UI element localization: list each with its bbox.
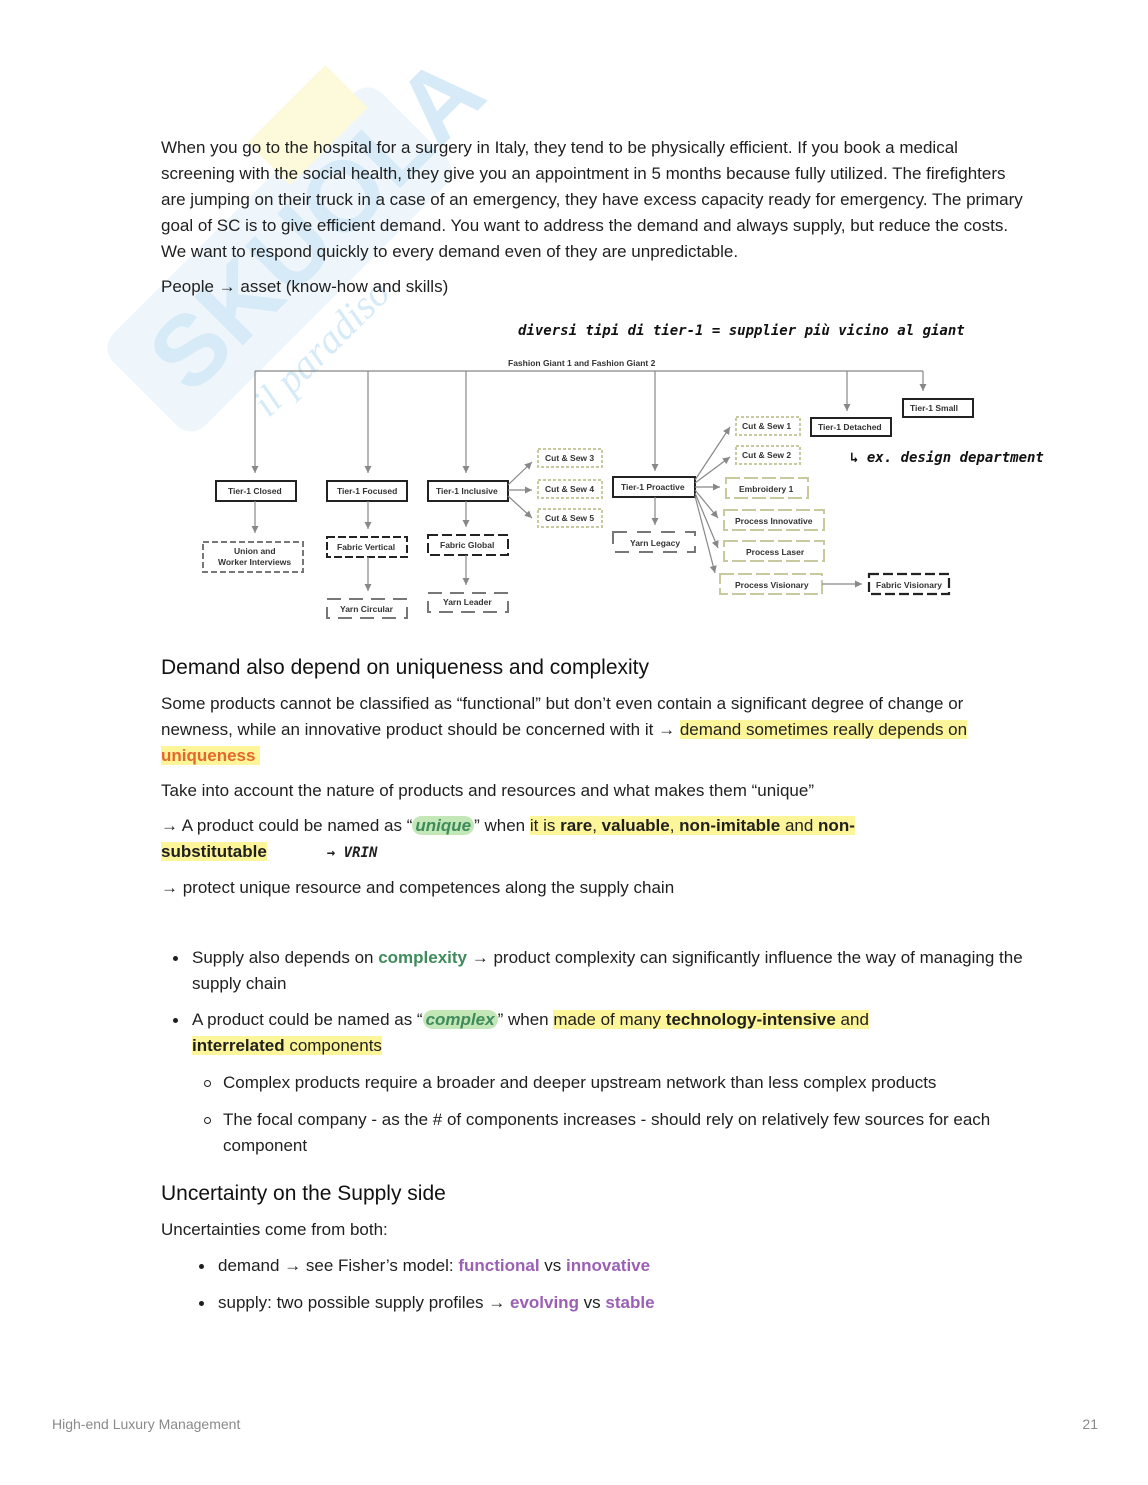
vs-2: vs — [578, 1293, 606, 1312]
and-word: and — [780, 816, 819, 835]
uniqueness-word: uniqueness — [161, 746, 256, 765]
b1-text-a: Supply also depends on — [192, 948, 379, 967]
tier-detached-label: Tier-1 Detached — [818, 422, 882, 432]
technology-intensive-word: technology-intensive — [665, 1010, 836, 1029]
handwritten-note-right: ↳ ex. design department — [850, 450, 1044, 466]
nature-paragraph: Take into account the nature of products… — [161, 781, 814, 800]
union-label-2: Worker Interviews — [218, 557, 291, 567]
unique-def-b: ” when — [474, 816, 530, 835]
b2-text-b: ” when — [497, 1010, 554, 1029]
yarn-circular-label: Yarn Circular — [340, 604, 394, 614]
cut-sew-3-label: Cut & Sew 3 — [545, 453, 594, 463]
cut-sew-4-label: Cut & Sew 4 — [545, 484, 594, 494]
footer-title: High-end Luxury Management — [52, 1416, 241, 1432]
list-item: Supply also depends on complexity → prod… — [173, 945, 1031, 997]
substitutable-word: substitutable — [161, 842, 267, 861]
rare-word: rare — [560, 816, 593, 835]
unique-word: unique — [412, 816, 475, 835]
uniqueness-text-a: Some products cannot be classified as “f… — [161, 694, 964, 739]
tier-closed-label: Tier-1 Closed — [228, 486, 282, 496]
b2-hl-3: components — [284, 1036, 382, 1055]
intro-text: When you go to the hospital for a surger… — [161, 138, 1023, 261]
cut-sew-2-label: Cut & Sew 2 — [742, 450, 791, 460]
process-laser-label: Process Laser — [746, 547, 805, 557]
giant-label: Fashion Giant 1 and Fashion Giant 2 — [508, 358, 656, 368]
sub-list-item: The focal company - as the # of componen… — [204, 1107, 1031, 1159]
page-number: 21 — [1082, 1416, 1098, 1432]
unique-def-hl: it is — [529, 816, 561, 835]
yarn-leader-label: Yarn Leader — [443, 597, 492, 607]
b2-hl-1: made of many — [553, 1010, 666, 1029]
unique-def-a: → A product could be named as “ — [161, 816, 413, 835]
list-item: demand → see Fisher’s model: functional … — [199, 1253, 1031, 1279]
page-content: When you go to the hospital for a surger… — [161, 135, 1031, 300]
handwritten-note-top: diversi tipi di tier-1 = supplier più vi… — [518, 323, 965, 339]
uncertainty-list: demand → see Fisher’s model: functional … — [161, 1253, 1031, 1316]
embroidery-label: Embroidery 1 — [739, 484, 794, 494]
section-supply-uncertainty: Uncertainty on the Supply side Uncertain… — [161, 1180, 1031, 1316]
tier-focused-label: Tier-1 Focused — [337, 486, 397, 496]
heading-uncertainty: Uncertainty on the Supply side — [161, 1182, 446, 1205]
valuable-word: valuable — [601, 816, 670, 835]
comma-2: , — [669, 816, 680, 835]
complex-word: complex — [422, 1010, 498, 1029]
comma-1: , — [592, 816, 602, 835]
complexity-word: complexity — [378, 948, 468, 967]
heading-uniqueness: Demand also depend on uniqueness and com… — [161, 656, 649, 679]
stable-word: stable — [605, 1293, 655, 1312]
vs-1: vs — [539, 1256, 566, 1275]
supplier-tier-diagram: diversi tipi di tier-1 = supplier più vi… — [202, 323, 1044, 619]
b2-text-a: A product could be named as “ — [192, 1010, 423, 1029]
non-imitable-word: non-imitable — [679, 816, 781, 835]
list-item: supply: two possible supply profiles → e… — [199, 1290, 1031, 1316]
intro-paragraph: When you go to the hospital for a surger… — [161, 135, 1031, 265]
cut-sew-5-label: Cut & Sew 5 — [545, 513, 594, 523]
tier-inclusive-label: Tier-1 Inclusive — [436, 486, 498, 496]
complexity-bullets: Supply also depends on complexity → prod… — [161, 945, 1031, 1159]
yarn-legacy-label: Yarn Legacy — [630, 538, 680, 548]
sub-list-item: Complex products require a broader and d… — [204, 1070, 1031, 1096]
b2-hl-2: and — [835, 1010, 869, 1029]
complexity-list: Supply also depends on complexity → prod… — [161, 945, 1031, 1159]
uniqueness-highlight: demand sometimes really depends on — [679, 720, 968, 739]
tier-small-label: Tier-1 Small — [910, 403, 958, 413]
people-line: People → asset (know-how and skills) — [161, 277, 449, 296]
non-word: non- — [818, 816, 855, 835]
s2-b1-a: demand → see Fisher’s model: — [218, 1256, 459, 1275]
innovative-word: innovative — [566, 1256, 651, 1275]
process-visionary-label: Process Visionary — [735, 580, 809, 590]
evolving-word: evolving — [509, 1293, 579, 1312]
b1-text-b: → product complexity can significantly i… — [192, 948, 1023, 993]
cut-sew-1-label: Cut & Sew 1 — [742, 421, 791, 431]
s2-b2-a: supply: two possible supply profiles → — [218, 1293, 510, 1312]
process-innovative-label: Process Innovative — [735, 516, 813, 526]
vrin-handwritten: → VRIN — [326, 845, 378, 861]
functional-word: functional — [458, 1256, 540, 1275]
unique-definition: → A product could be named as “unique” w… — [161, 813, 1031, 866]
union-label-1: Union and — [234, 546, 276, 556]
tier-proactive-label: Tier-1 Proactive — [621, 482, 685, 492]
uniqueness-paragraph: Some products cannot be classified as “f… — [161, 691, 1031, 769]
list-item: A product could be named as “complex” wh… — [173, 1007, 1031, 1159]
fabric-visionary-label: Fabric Visionary — [876, 580, 942, 590]
fabric-vertical-label: Fabric Vertical — [337, 542, 395, 552]
interrelated-word: interrelated — [192, 1036, 285, 1055]
complexity-sublist: Complex products require a broader and d… — [192, 1070, 1031, 1159]
uncertainty-intro: Uncertainties come from both: — [161, 1220, 388, 1239]
section-uniqueness: Demand also depend on uniqueness and com… — [161, 654, 1031, 901]
fabric-global-label: Fabric Global — [440, 540, 494, 550]
protect-paragraph: → protect unique resource and competence… — [161, 878, 675, 897]
